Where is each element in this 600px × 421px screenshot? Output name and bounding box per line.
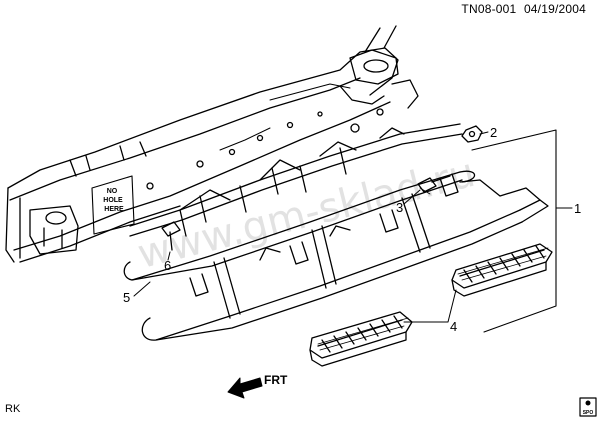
no-hole-label-line3: HERE [104, 206, 124, 213]
watermark-text: www.gm-sklad.ru [133, 150, 479, 278]
spo-badge-icon [579, 397, 597, 417]
frame-rail [5, 25, 419, 263]
callout-4: 4 [450, 319, 457, 334]
front-direction-arrow-icon [227, 377, 263, 399]
callout-6-leader [167, 251, 171, 261]
corner-label: RK [5, 403, 21, 415]
callout-5-leader [133, 281, 151, 297]
callout-2-leader [479, 131, 489, 135]
no-hole-label-line1: NO [107, 188, 118, 195]
bolt-3 [417, 175, 451, 195]
step-pad-rear [451, 243, 553, 297]
spo-badge-label: SPO [583, 410, 594, 416]
callout-5: 5 [123, 290, 130, 305]
diagram-header: TN08-001 04/19/2004 [461, 2, 586, 16]
step-pad-front [309, 311, 413, 367]
step-tube-assembly [123, 170, 549, 341]
callout-4-leader [403, 289, 457, 323]
callout-3-leader [403, 189, 421, 205]
diagram-code: TN08-001 [461, 2, 517, 16]
front-direction-label: FRT [264, 373, 288, 387]
bolt-6 [161, 221, 181, 251]
upper-mounting-bracket-rail [129, 123, 463, 237]
callout-6: 6 [164, 258, 171, 273]
nut-2 [461, 125, 483, 143]
callout-1-bracket [471, 129, 557, 333]
callout-3: 3 [396, 200, 403, 215]
diagram-date: 04/19/2004 [523, 2, 586, 16]
no-hole-label-line2: HOLE [103, 197, 123, 204]
callout-1: 1 [574, 201, 581, 216]
callout-2: 2 [490, 125, 497, 140]
